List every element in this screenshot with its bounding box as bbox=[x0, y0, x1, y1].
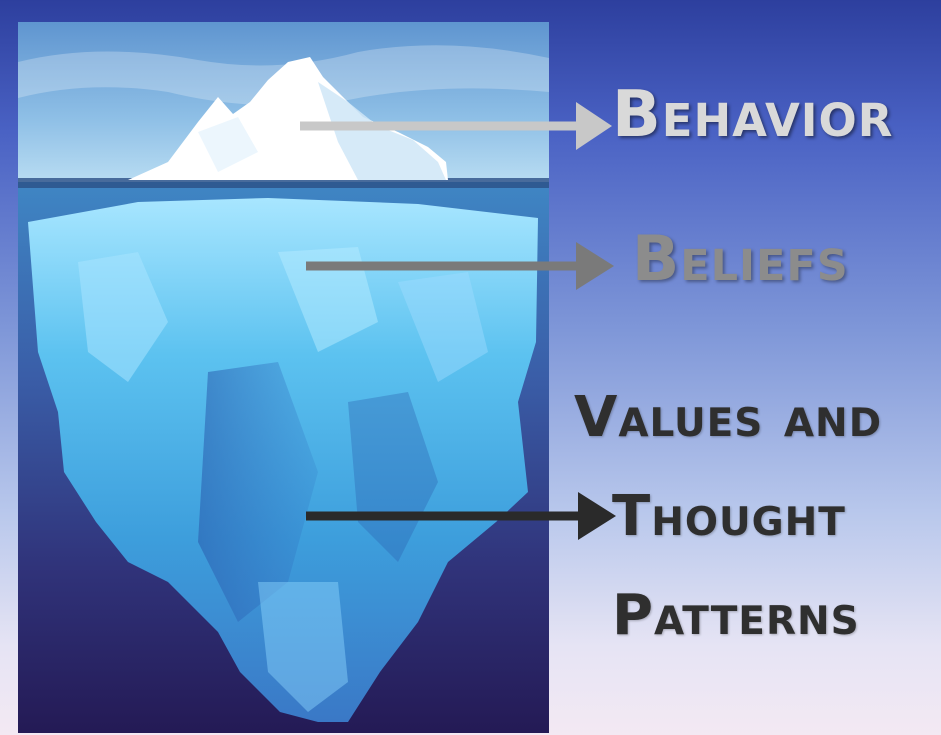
values-label-line2: Thought bbox=[612, 484, 846, 549]
values-label-line1: Values and bbox=[574, 385, 883, 450]
beliefs-label: Beliefs bbox=[632, 222, 849, 295]
arrow-right-icon bbox=[549, 492, 616, 540]
behavior-label: Behavior bbox=[612, 78, 894, 152]
arrow-right-icon bbox=[549, 242, 614, 290]
arrow-right-icon bbox=[549, 102, 612, 150]
arrow-right-icon bbox=[300, 121, 549, 131]
arrow-right-icon bbox=[306, 511, 549, 521]
values-label-line3: Patterns bbox=[612, 583, 860, 648]
iceberg-image bbox=[18, 22, 549, 733]
arrow-right-icon bbox=[306, 261, 549, 271]
